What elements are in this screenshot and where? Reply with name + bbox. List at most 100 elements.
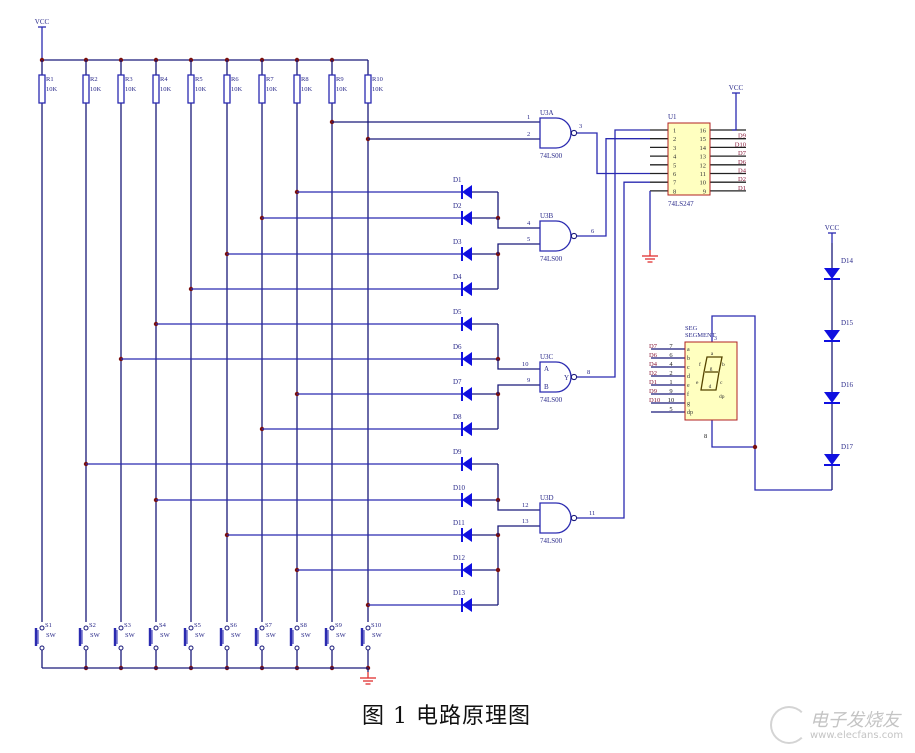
pin-number: 8	[587, 369, 590, 376]
labels: VCCR110KS1SWR210KS2SWR310KS3SWR410KS4SWR…	[35, 18, 854, 639]
switch-type: SW	[90, 632, 101, 639]
ic-part: 74LS247	[668, 200, 694, 208]
diode-triangle	[462, 282, 472, 296]
net-label: D1	[738, 185, 746, 192]
switch-ref: S6	[230, 622, 238, 629]
ic-pin-number: 15	[700, 136, 707, 143]
pushbutton-switch-icon	[219, 625, 230, 651]
diode-icon	[461, 457, 472, 471]
ic-pin-number: 14	[700, 145, 707, 152]
switch-terminal	[153, 645, 159, 651]
vcc-label: VCC	[825, 224, 840, 232]
diode-label: D7	[453, 378, 462, 386]
resistor-ref: R10	[372, 76, 383, 83]
resistor-ref: R2	[90, 76, 98, 83]
wire-u3b-out	[577, 138, 650, 237]
switch-type: SW	[125, 632, 136, 639]
net-label: D6	[738, 159, 747, 166]
segment-letter: a	[687, 347, 690, 353]
diode-label: D15	[841, 319, 854, 327]
pin-number: 3	[714, 336, 717, 342]
pin-number: 5	[527, 236, 530, 243]
resistor-ref: R4	[160, 76, 168, 83]
resistor-ref: R5	[195, 76, 203, 83]
net-label: D4	[738, 168, 747, 175]
ic-pin-number: 3	[673, 145, 676, 152]
nand-bubble	[570, 514, 578, 522]
vcc-label: VCC	[729, 84, 744, 92]
switch-terminal	[259, 645, 265, 651]
nand-gate-u3a	[539, 117, 578, 149]
junction-dot	[495, 567, 501, 573]
gate-part: 74LS00	[540, 255, 563, 263]
pushbutton-switch-icon	[113, 625, 124, 651]
watermark: 电子发烧友 www.elecfans.com	[770, 700, 910, 750]
diode-label: D16	[841, 381, 854, 389]
ic-pin-number: 10	[700, 180, 707, 187]
diode-label: D3	[453, 238, 462, 246]
pin-number: 4	[669, 361, 673, 368]
resistor-ref: R8	[301, 76, 309, 83]
ic-pin-number: 7	[673, 180, 677, 187]
ic-pin-number: 2	[673, 136, 676, 143]
ic-pin-number: 4	[673, 154, 677, 161]
resistor-icon	[223, 74, 231, 104]
diode-icon	[461, 387, 472, 401]
segment-letter: dp	[687, 410, 693, 416]
switch-terminal	[118, 625, 124, 631]
pin-number: 5	[669, 406, 672, 413]
ic-pin-number: 11	[700, 171, 706, 178]
switch-terminal	[39, 625, 45, 631]
pin-number: 2	[527, 131, 530, 138]
net-label: D6	[649, 352, 658, 359]
gate-ref: U3A	[540, 109, 554, 117]
diode-icon	[824, 330, 840, 342]
resistor-icon	[117, 74, 125, 104]
switch-type: SW	[301, 632, 312, 639]
switch-ref: S7	[265, 622, 273, 629]
net-label: D10	[649, 397, 660, 404]
ic-ref: U1	[668, 113, 677, 121]
pushbutton-switch-icon	[78, 625, 89, 651]
pushbutton-switch-icon	[254, 625, 265, 651]
diode-triangle	[462, 387, 472, 401]
resistor-icon	[258, 74, 266, 104]
switch-terminal	[329, 625, 335, 631]
net-label: D2	[649, 370, 657, 377]
diode-label: D17	[841, 443, 854, 451]
pin-number: 6	[591, 228, 595, 235]
switch-terminal	[259, 625, 265, 631]
diode-label: D6	[453, 343, 462, 351]
wire-display-common	[711, 315, 832, 491]
switch-ref: S8	[300, 622, 307, 629]
segment-letter: g	[710, 366, 713, 372]
pin-number: 10	[522, 361, 529, 368]
display-ref: SEG	[685, 325, 698, 332]
resistor-ref: R3	[125, 76, 133, 83]
nand-gate-u3c	[539, 361, 578, 393]
resistor-icon	[187, 74, 195, 104]
switch-terminal	[83, 625, 89, 631]
vcc-label: VCC	[35, 18, 50, 26]
diode-label: D8	[453, 413, 462, 421]
wire-u3b-in2	[497, 243, 540, 254]
diode-icon	[461, 352, 472, 366]
switch-terminal	[188, 645, 194, 651]
segment-letter: e	[696, 380, 699, 386]
switch-terminal	[153, 625, 159, 631]
nand-bubble	[570, 373, 578, 381]
pushbutton-switch-icon	[360, 625, 371, 651]
pin-number: 9	[669, 388, 672, 395]
resistor-ref: R6	[231, 76, 239, 83]
nand-bubble	[570, 232, 578, 240]
switch-type: SW	[266, 632, 277, 639]
components	[34, 74, 840, 685]
diode-label: D2	[453, 202, 462, 210]
seven-segment-display	[684, 341, 738, 421]
diode-label: D9	[453, 448, 462, 456]
gate-ref: U3D	[540, 494, 554, 502]
watermark-name: 电子发烧友	[810, 710, 900, 731]
diode-icon	[461, 598, 472, 612]
diode-triangle	[462, 317, 472, 331]
gate-ref: U3B	[540, 212, 554, 220]
